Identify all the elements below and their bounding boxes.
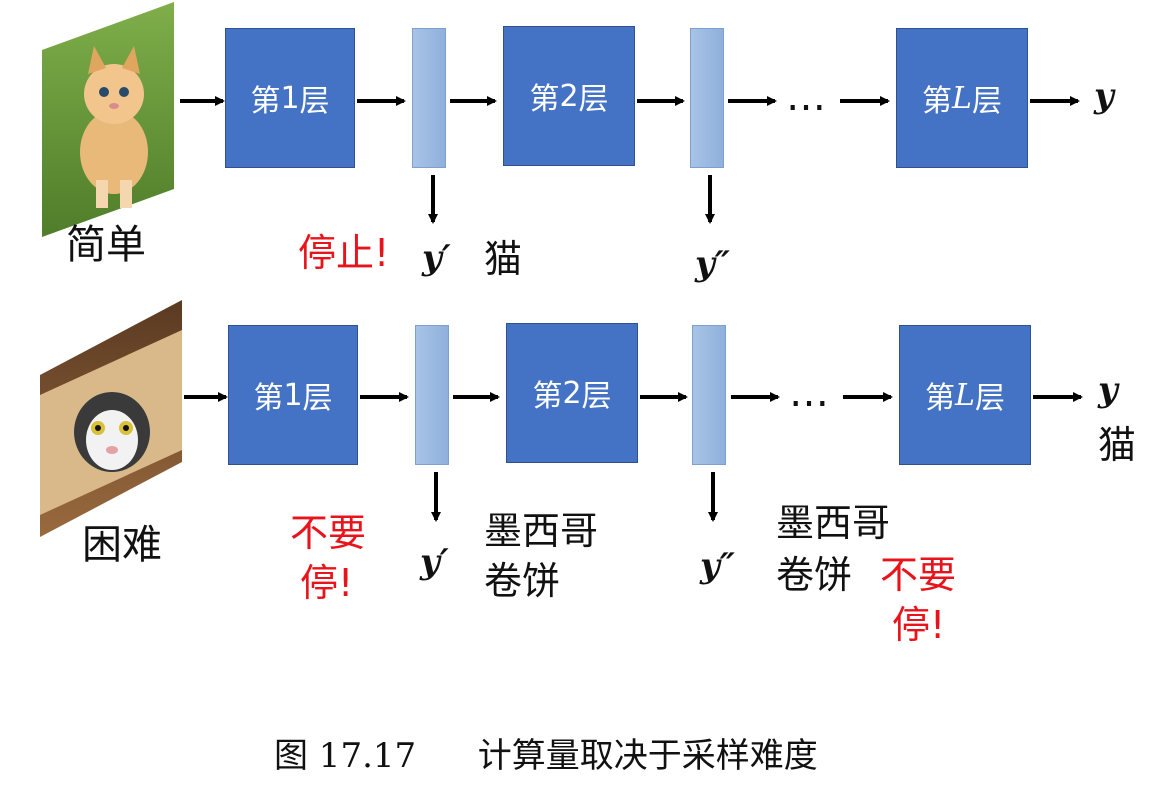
row2-exit2-stop-line1: 不要 xyxy=(880,553,957,597)
row2-exit1-symbol: y′ xyxy=(420,542,449,582)
row2-exit1-prediction-line2: 卷饼 xyxy=(484,559,561,603)
row2-exit2-stop-line2: 停! xyxy=(892,603,946,647)
layer-suffix: 层 xyxy=(302,381,333,416)
row2-output-y: y xyxy=(1098,370,1118,410)
figure-title: 计算量取决于采样难度 xyxy=(477,736,818,776)
row1-exit-bar-1 xyxy=(412,28,446,168)
easy-label: 简单 xyxy=(66,222,146,268)
row2-exit1-prediction-line1: 墨西哥 xyxy=(484,509,599,553)
row1-exit-bar-2 xyxy=(690,28,724,168)
layer-suffix: 层 xyxy=(578,82,609,117)
hard-cat-image xyxy=(40,300,182,537)
layer-index: 2 xyxy=(562,375,582,411)
row2-exit2-prediction-line2: 卷饼 xyxy=(776,553,853,597)
layer-prefix: 第 xyxy=(529,82,560,117)
row1-stop-text: 停止! xyxy=(298,231,390,275)
layer-index: 2 xyxy=(559,78,579,114)
row1-arrows xyxy=(180,96,1080,224)
row2-exit2-symbol: y″ xyxy=(700,546,735,586)
layer-prefix: 第 xyxy=(250,84,281,119)
layer-prefix: 第 xyxy=(532,379,563,414)
row1-exit1-symbol: y′ xyxy=(422,238,451,278)
hard-cat-picture xyxy=(40,300,182,537)
figure-number: 图 17.17 xyxy=(274,736,417,776)
row1-exit1-prediction: 猫 xyxy=(484,237,523,281)
layer-index: 1 xyxy=(280,80,300,116)
row1-exit2-symbol: y″ xyxy=(695,244,730,284)
row2-final-prediction: 猫 xyxy=(1098,423,1137,467)
easy-cat-picture xyxy=(42,2,174,237)
layer-index: L xyxy=(952,80,972,116)
hard-label: 困难 xyxy=(82,522,162,568)
row2-exit1-stop-line2: 停! xyxy=(300,561,354,605)
row2-exit1-stop-line1: 不要 xyxy=(290,511,367,555)
row2-exit-bar-2 xyxy=(692,325,726,465)
layer-suffix: 层 xyxy=(974,381,1005,416)
layer-index: L xyxy=(955,377,975,413)
easy-cat-image xyxy=(42,2,174,237)
row1-ellipsis: … xyxy=(786,74,826,120)
row1-output-y: y xyxy=(1094,76,1114,116)
layer-suffix: 层 xyxy=(971,84,1002,119)
layer-suffix: 层 xyxy=(299,84,330,119)
row2-ellipsis: … xyxy=(789,370,829,416)
layer-index: 1 xyxy=(283,377,303,413)
row2-exit2-prediction-line1: 墨西哥 xyxy=(776,501,891,545)
row2-exit-bar-1 xyxy=(415,325,449,465)
figure-caption: 图 17.17 计算量取决于采样难度 xyxy=(274,728,818,777)
layer-prefix: 第 xyxy=(922,84,953,119)
row2-arrows xyxy=(184,392,1083,522)
layer-prefix: 第 xyxy=(253,381,284,416)
layer-suffix: 层 xyxy=(581,379,612,414)
layer-prefix: 第 xyxy=(925,381,956,416)
